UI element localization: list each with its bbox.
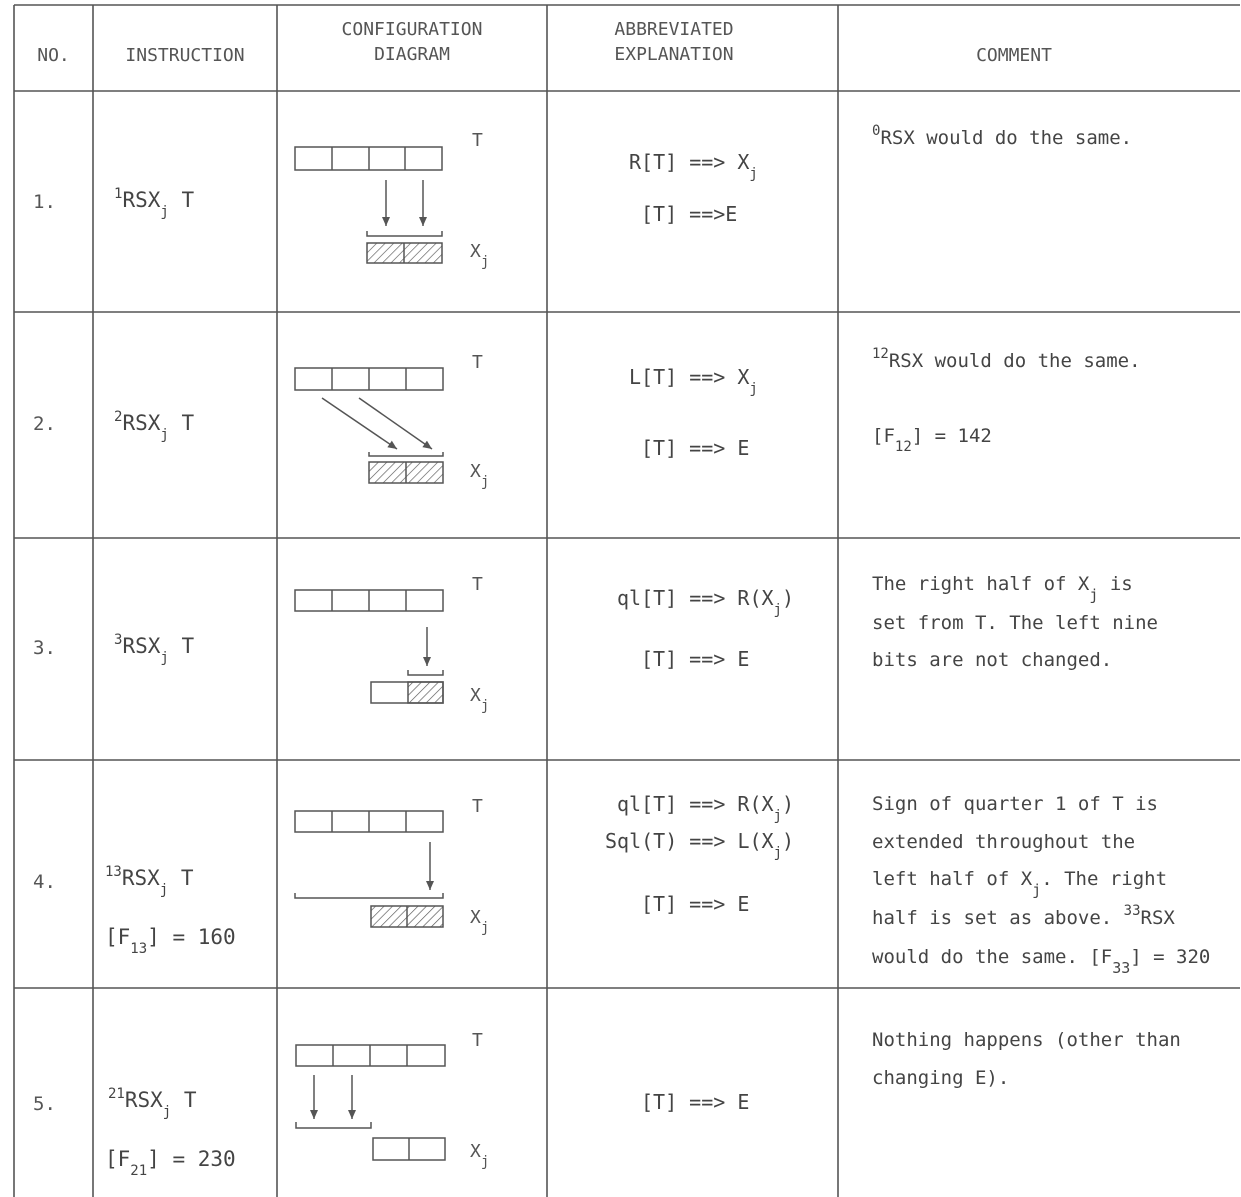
comment-block: Nothing happens (other than changing E). [872, 1022, 1181, 1097]
header-expl-line1: ABBREVIATED [614, 19, 734, 40]
comment-line1: 12RSX would do the same. [872, 346, 1141, 372]
index-j: j [160, 204, 169, 220]
instruction: 2RSXj T [114, 409, 195, 443]
instruction: 1RSXj T [114, 186, 195, 220]
label-xj: Xj [470, 241, 490, 270]
header-expl-line2: EXPLANATION [614, 44, 734, 65]
header-config-line1: CONFIGURATION [341, 19, 483, 40]
register-x-hatched [407, 681, 444, 704]
comment-line3: left half of Xj. The right [872, 868, 1168, 899]
header-explanation: ABBREVIATED EXPLANATION [547, 17, 801, 67]
explanation-line1: ql[T] ==> R(Xj) [617, 586, 795, 618]
bracket [366, 231, 443, 237]
explanation-line2: [T] ==> E [641, 436, 750, 460]
comment-line2: [F12] = 142 [872, 425, 992, 455]
row-3-diagram [294, 589, 444, 704]
arrow [358, 397, 433, 450]
comment-line2: changing E). [872, 1066, 1010, 1089]
explanation-line1: ql[T] ==> R(Xj) [617, 792, 795, 824]
instruction: 13RSXj T [105, 864, 194, 898]
explanation-line2: [T] ==>E [641, 202, 738, 226]
explanation-line1: R[T] ==> Xj [629, 150, 758, 182]
label-t: T [472, 796, 483, 817]
comment-line3: bits are not changed. [872, 649, 1113, 671]
label-t: T [472, 130, 483, 151]
row-number: 3. [33, 637, 56, 659]
comment-line1: Sign of quarter 1 of T is [872, 793, 1158, 815]
header-comment: COMMENT [976, 45, 1052, 66]
bracket [295, 1122, 372, 1129]
row-1-diagram [294, 146, 443, 264]
bracket [407, 670, 444, 676]
row-number: 5. [33, 1093, 56, 1115]
explanation-line2: [T] ==> E [641, 647, 750, 671]
explanation-line3: [T] ==> E [641, 892, 750, 916]
instruction: 3RSXj T [114, 632, 195, 666]
label-xj: Xj [470, 1141, 490, 1170]
comment-line1: 0RSX would do the same. [872, 123, 1133, 149]
header-config-line2: DIAGRAM [374, 44, 450, 65]
label-xj: Xj [470, 461, 490, 490]
comment-line1: The right half of Xj is [872, 573, 1133, 604]
row-number: 4. [33, 871, 56, 893]
comment-line5: would do the same. [F33] = 320 [872, 946, 1211, 977]
instruction: 21RSXj T [108, 1086, 197, 1120]
row-2-diagram [294, 367, 444, 484]
label-t: T [472, 574, 483, 595]
comment-line4: half is set as above. 33RSX [872, 902, 1175, 929]
comment-line2: set from T. The left nine [872, 611, 1158, 634]
instruction-param: [F13] = 160 [105, 925, 236, 957]
instruction-param: [F21] = 230 [105, 1147, 236, 1179]
bracket [368, 452, 444, 457]
arrow [321, 397, 398, 450]
row-5-diagram [295, 1044, 446, 1161]
header-no: NO. [37, 45, 70, 66]
row-4-diagram [294, 810, 444, 928]
explanation-line1: L[T] ==> Xj [629, 365, 758, 397]
explanation-line1: [T] ==> E [641, 1090, 750, 1114]
comment-block: Sign of quarter 1 of T is extended throu… [872, 786, 1210, 978]
header-instruction: INSTRUCTION [125, 45, 245, 66]
label-t: T [472, 1030, 483, 1051]
explanation-line2: Sql(T) ==> L(Xj) [605, 829, 795, 861]
header-configuration: CONFIGURATION DIAGRAM [277, 17, 547, 67]
label-xj: Xj [470, 685, 490, 714]
row-number: 1. [33, 191, 56, 213]
label-t: T [472, 352, 483, 373]
label-xj: Xj [470, 907, 490, 936]
comment-line2: extended throughout the [872, 830, 1136, 853]
comment-line1: Nothing happens (other than [872, 1029, 1181, 1051]
bracket [294, 893, 444, 899]
row-number: 2. [33, 413, 56, 435]
comment-block: The right half of Xj is set from T. The … [872, 566, 1158, 680]
